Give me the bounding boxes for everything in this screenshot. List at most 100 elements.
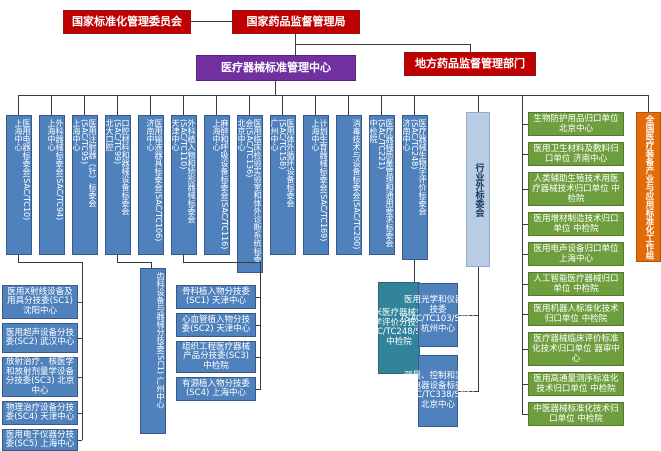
- tc-column-tc106: 医用输液器具标委会(SAC/TC106)济南中心: [138, 115, 164, 255]
- subcommittee-tc110-sc2: 心血管植入物分技委(SC2) 天津中心: [176, 313, 256, 337]
- tc-location: 上海中心: [311, 119, 320, 151]
- connector-line: [151, 262, 152, 269]
- connector-line: [522, 189, 528, 190]
- subcommittee-tc10-sc1: 医用X射线设备及用具分技委(SC1) 沈阳中心: [2, 285, 78, 319]
- node-sac: 国家标准化管理委员会: [63, 10, 191, 34]
- outside-committees-header: 行业外标委会: [466, 112, 490, 267]
- tc-name: 外科器械标委会(SAC/TC94): [55, 119, 64, 221]
- workgroup-box: 全国医疗装备产业与应用标准化工作组: [636, 112, 661, 262]
- connector-line: [256, 357, 260, 358]
- tc-column-tc200: 消毒技术与设备标委会(SAC/TC200): [336, 115, 362, 255]
- connector-line: [522, 224, 528, 225]
- connector-line: [78, 302, 82, 303]
- subcommittee-label: 心血管植入物分技委(SC2) 天津中心: [181, 314, 251, 334]
- subcommittee-label: 有源植入物分技委(SC4) 上海中心: [181, 378, 250, 398]
- connector-line: [522, 349, 528, 350]
- node-local-regulators-label: 地方药品监督管理部门: [415, 57, 525, 70]
- tc-location: 广州中心: [270, 119, 279, 151]
- guikou-unit: 人工智能医疗器械归口单位 中检院: [528, 272, 624, 296]
- tc-name: 医用注射器（针）标委会(SAC/TC95): [80, 119, 97, 207]
- connector-line: [648, 95, 649, 112]
- node-standards-center: 医疗器械标准管理中心: [196, 55, 356, 81]
- subcommittee-tc10-sc4: 物理治疗设备分技委(SC4) 天津中心: [2, 401, 78, 425]
- guikou-unit: 医用高通量测序标准化技术归口单位 中检院: [528, 372, 624, 396]
- connector-line: [117, 255, 118, 263]
- connector-line: [117, 262, 152, 263]
- subcommittee-label: 物理治疗设备分技委(SC4) 天津中心: [5, 402, 75, 422]
- connector-line: [260, 262, 261, 390]
- tc-location: 上海中心: [212, 119, 221, 151]
- connector-line: [18, 255, 19, 263]
- connector-line: [315, 95, 316, 115]
- outside-committee-optics: 医用光学和仪器分技委(SAC/TC103/SC1) 杭州中心: [401, 283, 475, 347]
- tc-name: 医用输液器具标委会(SAC/TC106): [154, 119, 163, 242]
- connector-line: [295, 44, 471, 45]
- tc-name: 麻醉和呼吸设备标委会(SAC/TC116): [220, 119, 229, 250]
- connector-line: [18, 262, 83, 263]
- connector-line: [78, 413, 82, 414]
- tc-name: 消毒技术与设备标委会(SAC/TC200): [352, 119, 361, 250]
- connector-line: [51, 95, 52, 115]
- tc-column-tc94: 外科器械标委会(SAC/TC94)上海中心: [39, 115, 65, 255]
- subcommittee-tc110-sc1: 骨科植入物分技委(SC1) 天津中心: [176, 285, 256, 309]
- guikou-unit: 医用电声设备归口单位 上海中心: [528, 242, 624, 266]
- guikou-label: 医疗器械临床评价标准化技术归口单位 器审中心: [532, 334, 620, 364]
- tc-location: 北京中心: [237, 119, 246, 151]
- tc-column-tc99: 口腔材料和器械设备标委会(SAC/TC99)北大口腔: [105, 115, 131, 255]
- guikou-label: 人类辅助生殖技术用医疗器械技术归口单位 中检院: [532, 174, 620, 204]
- connector-line: [183, 95, 184, 115]
- subcommittee-label: 测量、控制和实验室电器设备标委会(SAC/TC338/SC1) 北京中心: [401, 371, 475, 410]
- tc-name: 外科植入物和矫形器械标委会(SAC/TC110): [179, 119, 196, 223]
- tc-name: 医用电器标委会(SAC/TC10): [22, 119, 31, 221]
- connector-line: [522, 314, 528, 315]
- subcommittee-tc10-sc3: 放射治疗、核医学和放射剂量学设备分技委(SC3) 北京中心: [2, 357, 78, 397]
- connector-line: [216, 95, 217, 115]
- tc-column-tc10: 医用电器标委会(SAC/TC10)上海中心: [6, 115, 32, 255]
- node-local-regulators: 地方药品监督管理部门: [404, 52, 536, 76]
- subcommittee-label: 医用超声设备分技委(SC2) 武汉中心: [5, 327, 75, 347]
- connector-line: [183, 255, 184, 263]
- tc-location: 中检院: [369, 119, 378, 143]
- connector-line: [522, 154, 528, 155]
- subcommittee-label: 组织工程医疗器械产品分技委(SC3) 中检院: [181, 341, 250, 371]
- guikou-label: 医用高通量测序标准化技术归口单位 中检院: [533, 374, 619, 394]
- tc-name: 口腔材料和器械设备标委会(SAC/TC99): [113, 119, 130, 215]
- connector-line: [522, 414, 528, 415]
- connector-line: [348, 95, 349, 115]
- tc-location: 上海中心: [47, 119, 56, 151]
- connector-line: [150, 95, 151, 115]
- tc-column-tc110: 外科植入物和矫形器械标委会(SAC/TC110)天津中心: [171, 115, 197, 255]
- workgroup-label: 全国医疗装备产业与应用标准化工作组: [644, 114, 654, 260]
- connector-line: [478, 95, 479, 112]
- connector-line: [78, 377, 82, 378]
- connector-line: [381, 95, 382, 115]
- guikou-label: 医用卫生材料及敷料归口单位 济南中心: [533, 144, 619, 164]
- outside-committee-measurement: 测量、控制和实验室电器设备标委会(SAC/TC338/SC1) 北京中心: [401, 355, 475, 427]
- guikou-unit: 中医器械标准化技术归口单位 中检院: [528, 402, 624, 426]
- connector-line: [117, 95, 118, 115]
- tc-location: 济南中心: [146, 119, 155, 151]
- connector-line: [249, 95, 250, 115]
- subcommittee-tc99-sc1: 齿科设备与器械分技委(SC1) 广州中心: [140, 268, 166, 434]
- tc-name: 医用临床检验实验室和体外诊断系统标委会(SAC/TC136): [245, 119, 262, 263]
- guikou-unit: 医用卫生材料及敷料归口单位 济南中心: [528, 142, 624, 166]
- connector-line: [256, 325, 260, 326]
- connector-line: [414, 95, 415, 115]
- subcommittee-tc110-sc3: 组织工程医疗器械产品分技委(SC3) 中检院: [176, 341, 256, 373]
- connector-line: [78, 338, 82, 339]
- tc-column-tc116: 麻醉和呼吸设备标委会(SAC/TC116)上海中心: [204, 115, 230, 255]
- tc-location: 济南中心: [402, 119, 411, 151]
- tc-column-tc158: 医用体外循环设备标委会(SAC/TC158)广州中心: [270, 115, 296, 255]
- subcommittee-label: 医用X射线设备及用具分技委(SC1) 沈阳中心: [7, 286, 73, 316]
- connector-line: [522, 284, 528, 285]
- tc-name: 医疗器械生物学评价标委会(SAC/TC248): [410, 119, 427, 215]
- node-nmpa-label: 国家药品监督管理局: [246, 15, 346, 28]
- connector-line: [82, 262, 83, 440]
- guikou-label: 中医器械标准化技术归口单位 中检院: [533, 404, 619, 424]
- tc-column-tc221: 医疗器械质量管理和通用要求标委会(SAC/TC221)中检院: [369, 115, 395, 255]
- connector-line: [275, 81, 276, 95]
- subcommittee-label: 放射治疗、核医学和放射剂量学设备分技委(SC3) 北京中心: [5, 357, 75, 396]
- connector-line: [458, 391, 478, 392]
- tc-name: 计划生育器械标委会(SAC/TC169): [319, 119, 328, 242]
